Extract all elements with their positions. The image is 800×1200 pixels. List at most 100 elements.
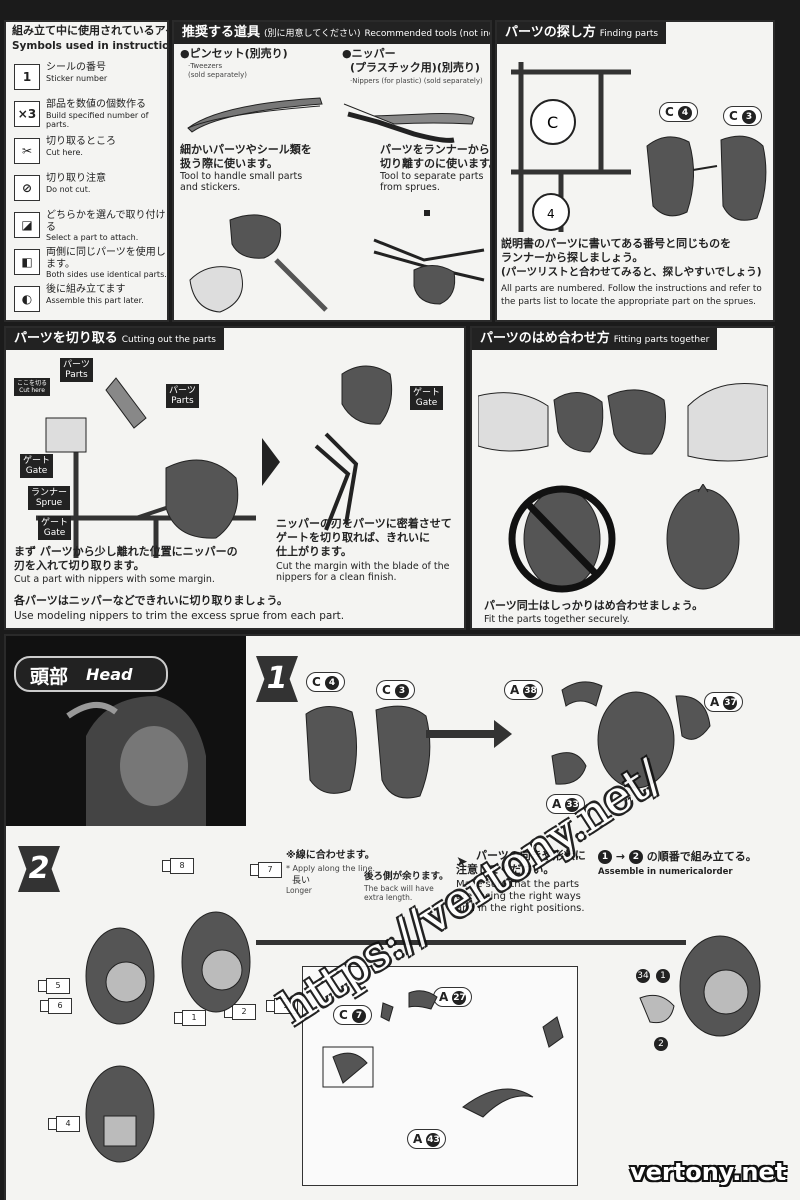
sticker-2: 2: [224, 1004, 256, 1020]
sticker-4: 4: [48, 1116, 80, 1132]
step1-c4-letter: C: [312, 675, 321, 689]
fitting-hands-illustration: [478, 383, 768, 462]
longer-en: Longer: [286, 886, 312, 895]
symbol-label-en: Sticker number: [46, 73, 108, 83]
sticker-icon: 1: [14, 64, 40, 90]
symbol-label-en: Select a part to attach.: [46, 233, 139, 242]
step2-c7-num: 7: [352, 1008, 366, 1023]
step2-en2: nippers for a clean finish.: [276, 572, 397, 583]
step2-en1: Cut the margin with the blade of the: [276, 561, 450, 572]
order-en: Assemble in numericalorder: [598, 867, 733, 877]
site-watermark: vertony.net: [630, 1158, 787, 1186]
nippers-usage-illustration: [373, 210, 485, 305]
step2-badge: 2: [18, 846, 60, 892]
apply-jp: ※線に合わせます。: [286, 850, 375, 861]
step1-a37: A 37: [704, 692, 744, 712]
symbols-title-jp: 組み立て中に使用されているアイコン: [12, 24, 167, 37]
cut-here-jp: ここを切る: [17, 380, 48, 387]
sprue-cut-illustration: [36, 377, 256, 558]
step2-a43: A 43: [407, 1129, 447, 1149]
sprue-tag-en: Sprue: [35, 498, 63, 508]
gate-tag-3-en: Gate: [415, 398, 438, 408]
tweezers-desc-en1: Tool to handle small parts: [180, 171, 303, 182]
multiply-icon: ×3: [14, 101, 40, 127]
step1-badge: 1: [256, 656, 298, 702]
symbol-label-en: Both sides use identical parts.: [46, 270, 167, 279]
head-banner: 頭部 Head: [6, 636, 246, 826]
nipper-close-illustration: [314, 365, 393, 531]
symbols-title-en: Symbols used in instructions: [12, 40, 169, 52]
step2-small-parts-illustration: [322, 990, 564, 1118]
parts-tag-1-jp: パーツ: [63, 360, 90, 370]
cutting-title-jp: パーツを切り取る: [14, 331, 118, 346]
symbol-label-en: Build specified number of parts.: [46, 110, 149, 129]
step2-callout-2: 2: [654, 1034, 668, 1052]
step2-a27: A 27: [433, 987, 473, 1007]
orient-en3: and in the right positions.: [456, 903, 585, 914]
finding-title-en: Finding parts: [599, 29, 659, 39]
cutting-note-jp: 各パーツはニッパーなどできれいに切り取りましょう。: [14, 594, 288, 607]
step2-final-head-illustration: [639, 935, 761, 1037]
orient-arrow-icon: ➤: [456, 854, 468, 870]
svg-text:4: 4: [547, 207, 555, 221]
tools-title-note: (別に用意してください): [264, 29, 361, 39]
nippers-desc-en2: from sprues.: [380, 182, 440, 193]
step2-jp2: ゲートを切り取れば、きれいに: [276, 531, 430, 544]
step1-jp2: 刃を入れて切り取ります。: [14, 559, 145, 572]
sticker-8: 8: [162, 858, 194, 874]
step1-a37-num: 37: [723, 695, 738, 710]
tools-title-jp: 推奨する道具: [182, 25, 261, 40]
cutting-note-en: Use modeling nippers to trim the excess …: [14, 610, 345, 622]
step1-halves-illustration: [305, 705, 431, 799]
symbol-label-en: Cut here.: [46, 147, 83, 157]
symbol-label-jp: 両側に同じパーツを使用します。: [46, 247, 166, 270]
step1-en: Cut a part with nippers with some margin…: [14, 574, 215, 585]
step1-a33-num: 33: [565, 797, 580, 812]
sticker-1: 1: [174, 1010, 206, 1026]
fitting-note-jp: パーツ同士はしっかりはめ合わせましょう。: [484, 599, 704, 612]
tweezers-sold: (sold separately): [188, 71, 247, 79]
head-title-badge: 頭部 Head: [14, 656, 168, 692]
cut-here-en: Cut here: [19, 387, 45, 394]
fitting-note-en: Fit the parts together securely.: [484, 614, 630, 625]
step1-c3-num: 3: [395, 683, 409, 698]
step2-c7-letter: C: [339, 1008, 348, 1022]
step2-a43-num: 43: [426, 1132, 441, 1147]
step1-a33: A 33: [546, 794, 586, 814]
step2-a43-letter: A: [413, 1132, 423, 1146]
sticker-6: 6: [40, 998, 72, 1014]
orient-en1: Make sure that the parts: [456, 879, 580, 890]
parts-tag-1-en: Parts: [65, 370, 88, 380]
tools-title-en: Recommended tools (not included): [364, 29, 491, 39]
nippers-label-2: (プラスチック用)(別売り): [350, 61, 480, 74]
parts-tag-2-jp: パーツ: [169, 386, 196, 396]
step1-number: 1: [266, 661, 288, 696]
order-line: 1 → 2 の順番で組み立てる。: [598, 850, 757, 864]
nippers-illustration: [343, 103, 475, 143]
step1-arrowhead-icon: [494, 720, 512, 748]
nippers-desc-jp1: パーツをランナーから: [380, 143, 490, 156]
both-sides-icon: ◧: [14, 249, 40, 275]
sticker-3: 3: [266, 998, 298, 1014]
order-num-1: 1: [598, 850, 612, 864]
gate-tag-2-en: Gate: [43, 528, 66, 538]
tools-header: 推奨する道具(別に用意してください)Recommended tools (not…: [174, 22, 491, 44]
longer-jp: 長い: [292, 876, 311, 886]
step2-c7: C 7: [333, 1005, 372, 1025]
step1-c4: C 4: [306, 672, 345, 692]
symbols-panel: 組み立て中に使用されているアイコン Symbols used in instru…: [4, 20, 169, 322]
callout-num-2: 2: [654, 1036, 668, 1051]
